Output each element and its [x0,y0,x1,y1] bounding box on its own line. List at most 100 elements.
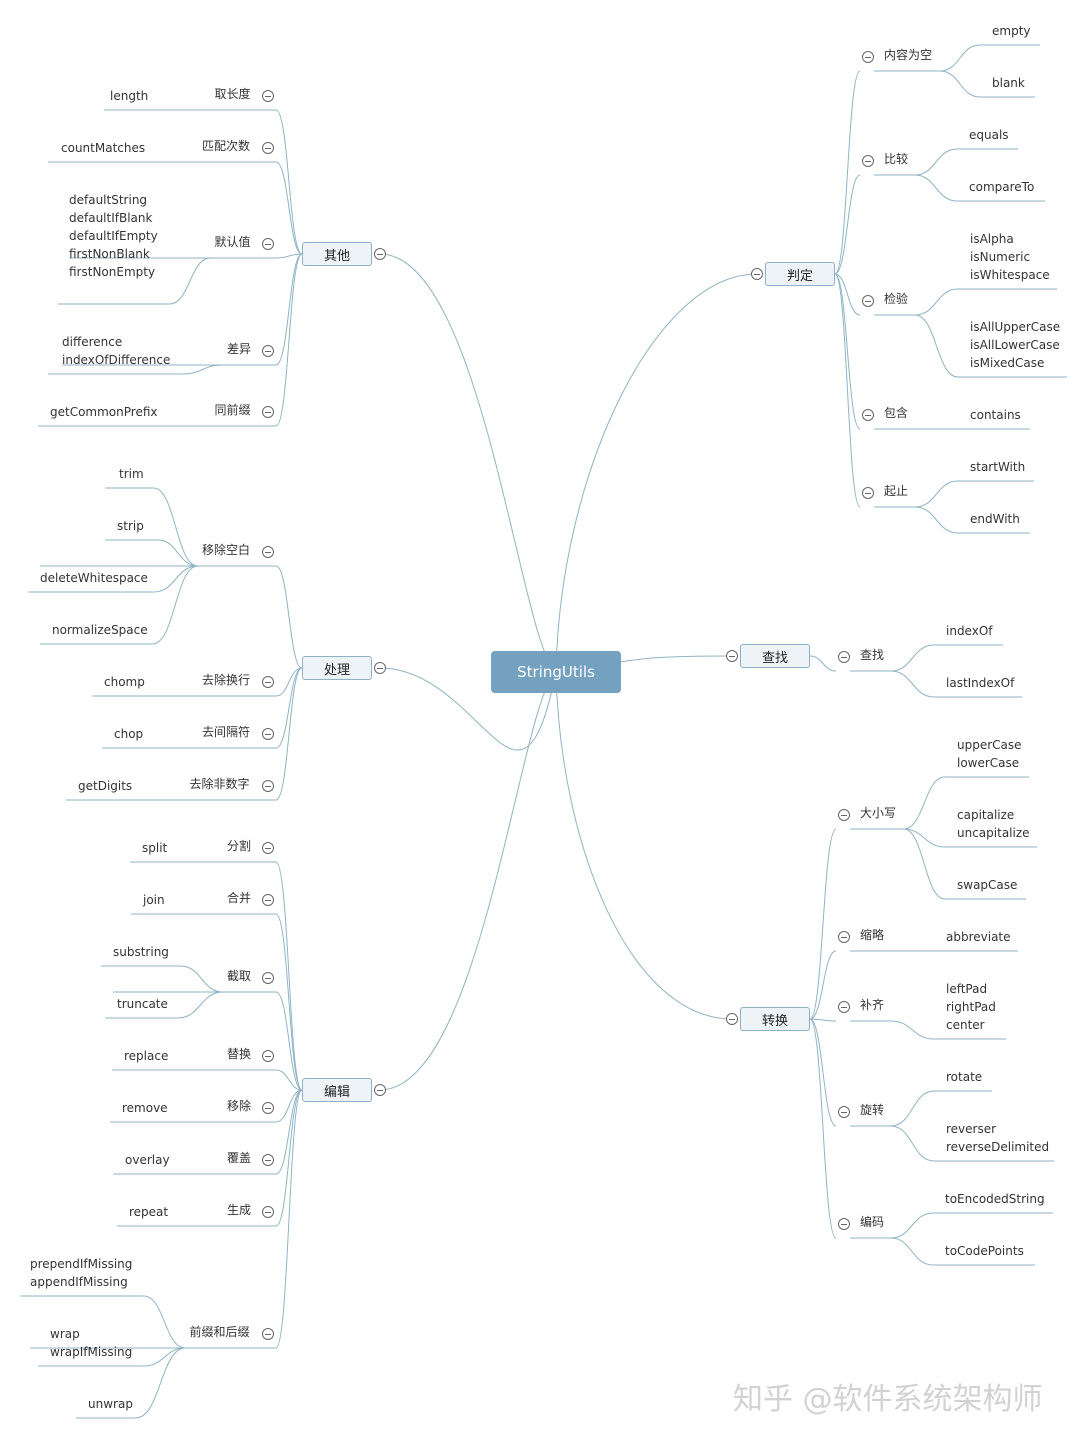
branch-node[interactable]: 转换 [740,1007,810,1031]
collapse-toggle-icon[interactable] [726,1013,738,1025]
root-node[interactable]: StringUtils [491,651,621,693]
leaf-label[interactable]: upperCase lowerCase [957,738,1022,770]
collapse-toggle-icon[interactable] [262,894,274,906]
collapse-toggle-icon[interactable] [262,1154,274,1166]
sub-topic-label[interactable]: 查找 [860,648,885,662]
leaf-label[interactable]: defaultString defaultIfBlank defaultIfEm… [69,193,158,279]
collapse-toggle-icon[interactable] [751,268,763,280]
leaf-label[interactable]: trim [119,467,144,481]
leaf-label[interactable]: countMatches [61,141,146,155]
collapse-toggle-icon[interactable] [374,662,386,674]
leaf-label[interactable]: repeat [129,1205,169,1219]
sub-topic-label[interactable]: 生成 [227,1203,252,1217]
branch-node[interactable]: 处理 [302,656,372,680]
sub-topic-label[interactable]: 替换 [227,1047,252,1061]
sub-topic-label[interactable]: 取长度 [214,87,251,101]
collapse-toggle-icon[interactable] [838,1218,850,1230]
leaf-label[interactable]: blank [992,76,1025,90]
leaf-label[interactable]: normalizeSpace [52,623,148,637]
sub-topic-label[interactable]: 同前缀 [214,403,251,417]
collapse-toggle-icon[interactable] [262,972,274,984]
collapse-toggle-icon[interactable] [262,842,274,854]
leaf-label[interactable]: empty [992,24,1031,38]
leaf-label[interactable]: leftPad rightPad center [946,982,996,1032]
leaf-label[interactable]: wrap wrapIfMissing [50,1327,133,1359]
leaf-label[interactable]: remove [122,1101,168,1115]
sub-topic-label[interactable]: 大小写 [860,806,897,820]
leaf-label[interactable]: chop [114,727,144,741]
sub-topic-label[interactable]: 去除非数字 [189,777,250,791]
collapse-toggle-icon[interactable] [262,1102,274,1114]
collapse-toggle-icon[interactable] [262,345,274,357]
leaf-label[interactable]: contains [970,408,1021,422]
collapse-toggle-icon[interactable] [838,931,850,943]
collapse-toggle-icon[interactable] [262,780,274,792]
leaf-label[interactable]: toEncodedString [945,1192,1045,1206]
leaf-label[interactable]: getCommonPrefix [50,405,158,419]
collapse-toggle-icon[interactable] [262,406,274,418]
leaf-label[interactable]: prependIfMissing appendIfMissing [30,1257,133,1289]
leaf-label[interactable]: substring [113,945,169,959]
leaf-label[interactable]: rotate [946,1070,983,1084]
collapse-toggle-icon[interactable] [262,1328,274,1340]
collapse-toggle-icon[interactable] [262,1206,274,1218]
leaf-label[interactable]: overlay [125,1153,170,1167]
collapse-toggle-icon[interactable] [262,90,274,102]
branch-node[interactable]: 编辑 [302,1078,372,1102]
collapse-toggle-icon[interactable] [262,728,274,740]
sub-topic-label[interactable]: 默认值 [214,235,251,249]
sub-topic-label[interactable]: 缩略 [860,928,885,942]
branch-node[interactable]: 其他 [302,242,372,266]
branch-node[interactable]: 查找 [740,644,810,668]
sub-topic-label[interactable]: 合并 [227,891,252,905]
leaf-label[interactable]: compareTo [969,180,1035,194]
sub-topic-label[interactable]: 匹配次数 [202,139,251,153]
collapse-toggle-icon[interactable] [862,295,874,307]
leaf-label[interactable]: endWith [970,512,1020,526]
sub-topic-label[interactable]: 覆盖 [227,1151,252,1165]
sub-topic-label[interactable]: 编码 [860,1215,885,1229]
sub-topic-label[interactable]: 差异 [227,342,252,356]
leaf-label[interactable]: unwrap [88,1397,133,1411]
collapse-toggle-icon[interactable] [262,142,274,154]
leaf-label[interactable]: difference indexOfDifference [62,335,171,367]
leaf-label[interactable]: abbreviate [946,930,1011,944]
leaf-label[interactable]: join [143,893,165,907]
leaf-label[interactable]: capitalize uncapitalize [957,808,1030,840]
leaf-label[interactable]: toCodePoints [945,1244,1024,1258]
collapse-toggle-icon[interactable] [838,809,850,821]
sub-topic-label[interactable]: 检验 [884,292,909,306]
collapse-toggle-icon[interactable] [838,651,850,663]
sub-topic-label[interactable]: 内容为空 [884,48,933,62]
sub-topic-label[interactable]: 前缀和后缀 [189,1325,250,1339]
collapse-toggle-icon[interactable] [838,1106,850,1118]
collapse-toggle-icon[interactable] [262,1050,274,1062]
sub-topic-label[interactable]: 起止 [884,484,909,498]
sub-topic-label[interactable]: 截取 [227,969,252,983]
leaf-label[interactable]: split [142,841,168,855]
collapse-toggle-icon[interactable] [838,1001,850,1013]
sub-topic-label[interactable]: 补齐 [860,998,885,1012]
leaf-label[interactable]: equals [969,128,1009,142]
collapse-toggle-icon[interactable] [374,1084,386,1096]
collapse-toggle-icon[interactable] [374,248,386,260]
collapse-toggle-icon[interactable] [862,487,874,499]
collapse-toggle-icon[interactable] [262,546,274,558]
leaf-label[interactable]: replace [124,1049,169,1063]
sub-topic-label[interactable]: 包含 [884,406,909,420]
collapse-toggle-icon[interactable] [862,155,874,167]
leaf-label[interactable]: length [110,89,149,103]
leaf-label[interactable]: strip [117,519,144,533]
leaf-label[interactable]: deleteWhitespace [40,571,148,585]
collapse-toggle-icon[interactable] [862,51,874,63]
collapse-toggle-icon[interactable] [862,409,874,421]
leaf-label[interactable]: startWith [970,460,1026,474]
collapse-toggle-icon[interactable] [262,676,274,688]
leaf-label[interactable]: reverser reverseDelimited [946,1122,1050,1154]
sub-topic-label[interactable]: 去除换行 [202,673,251,687]
leaf-label[interactable]: truncate [117,997,168,1011]
leaf-label[interactable]: getDigits [78,779,133,793]
sub-topic-label[interactable]: 移除空白 [202,543,251,557]
sub-topic-label[interactable]: 比较 [884,152,909,166]
leaf-label[interactable]: isAllUpperCase isAllLowerCase isMixedCas… [970,320,1061,370]
